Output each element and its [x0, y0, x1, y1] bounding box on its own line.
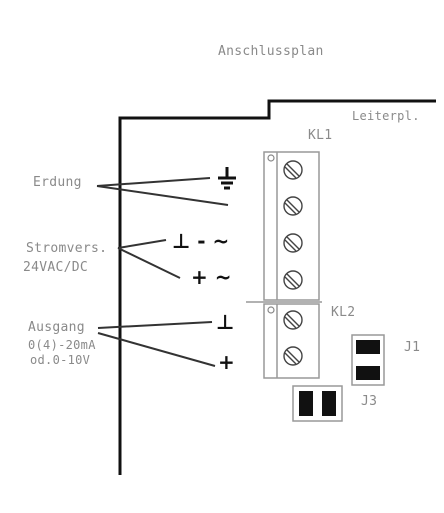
- leader-lines: [96, 177, 229, 367]
- ground-icon: [218, 167, 236, 190]
- label-ausgang-current: 0(4)-20mA: [28, 338, 96, 352]
- jumper-label-j3: J3: [361, 394, 378, 409]
- screw-icon: [283, 160, 303, 180]
- board-outline: [118, 99, 436, 475]
- screw-icon: [283, 233, 303, 253]
- gnd-ac-symbol: ⊥ - ~: [172, 229, 230, 253]
- terminal-label-kl1: KL1: [308, 128, 333, 143]
- jumper-label-j1: J1: [404, 340, 421, 355]
- terminal-label-kl2: KL2: [331, 305, 356, 320]
- label-ausgang-voltage: od.0-10V: [30, 353, 91, 367]
- screw-icon: [283, 270, 303, 290]
- screw-terminals: [283, 160, 303, 366]
- label-erdung: Erdung: [33, 175, 82, 190]
- plus-symbol: +: [218, 350, 235, 374]
- gnd-symbol: ⊥: [216, 310, 235, 334]
- jumper-j3: [292, 385, 343, 422]
- page-title: Anschlussplan: [218, 44, 324, 59]
- label-stromvers-voltage: 24VAC/DC: [23, 260, 89, 275]
- screw-icon: [283, 196, 303, 216]
- screw-icon: [283, 346, 303, 366]
- plus-ac-symbol: + ~: [191, 265, 232, 289]
- label-ausgang: Ausgang: [28, 320, 85, 335]
- board-label: Leiterpl.: [352, 109, 420, 123]
- label-stromvers: Stromvers.: [26, 241, 108, 256]
- jumper-j1: [351, 334, 385, 386]
- screw-icon: [283, 310, 303, 330]
